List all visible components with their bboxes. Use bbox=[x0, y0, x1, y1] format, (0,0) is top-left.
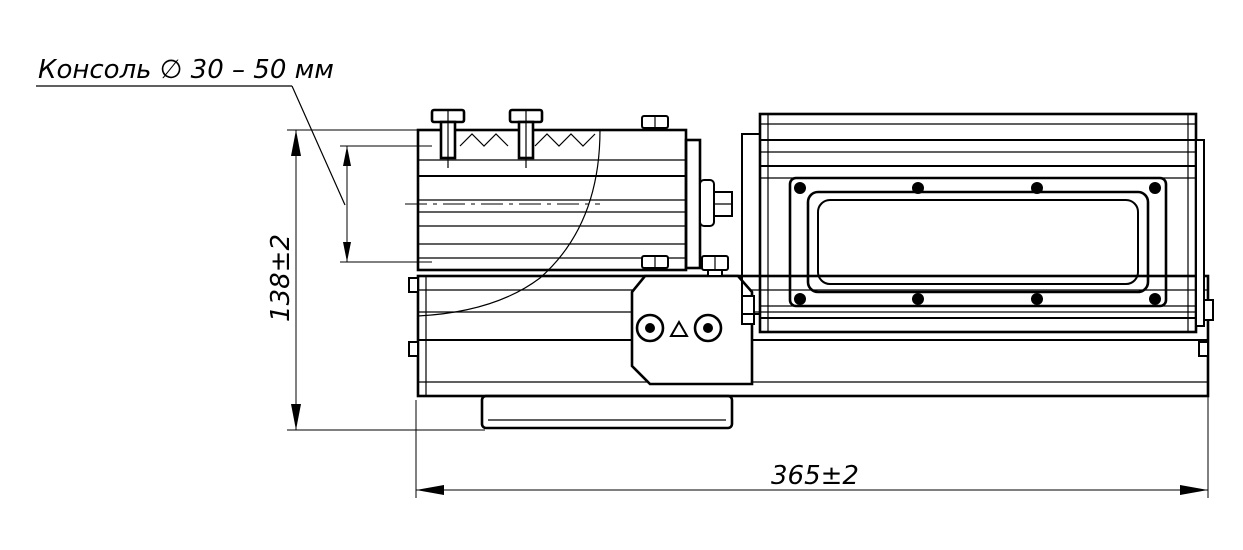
console-diameter-dimension bbox=[340, 145, 600, 263]
connector-left-icon bbox=[635, 313, 665, 343]
width-label: 365±2 bbox=[771, 461, 859, 491]
connector-right-icon bbox=[693, 313, 723, 343]
driver-box bbox=[630, 255, 755, 386]
base-housing bbox=[408, 274, 1214, 430]
clamp-screw-left bbox=[430, 108, 466, 168]
console-bracket bbox=[416, 108, 733, 317]
height-dimension: 138±2 bbox=[266, 129, 485, 431]
console-annotation: Консоль ∅ 30 – 50 мм bbox=[36, 55, 346, 206]
warning-triangle-icon bbox=[669, 319, 689, 337]
console-label: Консоль ∅ 30 – 50 мм bbox=[38, 55, 334, 85]
width-dimension: 365±2 bbox=[415, 290, 1209, 498]
height-label: 138±2 bbox=[266, 234, 296, 322]
clamp-screw-right bbox=[508, 108, 544, 168]
light-module bbox=[741, 112, 1205, 334]
